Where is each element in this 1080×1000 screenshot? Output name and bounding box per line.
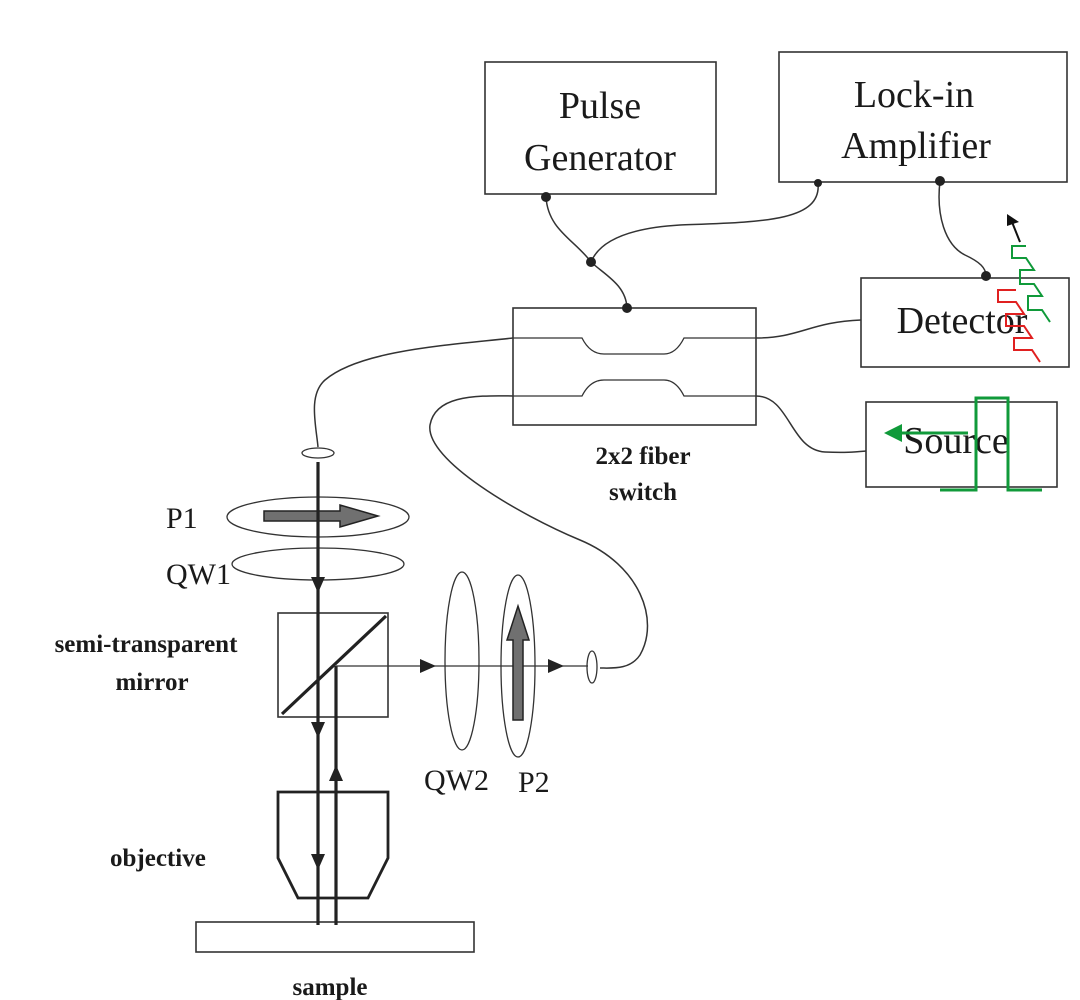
p1-polarization-arrow bbox=[263, 504, 381, 528]
pulse-generator: Pulse Generator bbox=[484, 61, 717, 195]
detector-signal-arrowhead bbox=[1007, 214, 1019, 226]
detector-label: Detector bbox=[897, 300, 1028, 342]
fiber-switch-to-side-coupler bbox=[429, 395, 649, 669]
lock-in-amplifier: Lock-in Amplifier bbox=[778, 51, 1068, 183]
source: Source bbox=[865, 401, 1058, 488]
detector-signal-waveforms bbox=[997, 214, 1051, 363]
wire-junction-to-switch bbox=[590, 261, 628, 309]
wire-pulse-to-junction bbox=[545, 196, 592, 263]
objective-label: objective bbox=[110, 845, 206, 872]
fiber-switch-to-detector bbox=[755, 319, 862, 339]
detector-signal-arrow-line bbox=[1011, 221, 1021, 243]
source-green-pulse bbox=[940, 396, 1042, 492]
wire-junction bbox=[586, 257, 596, 267]
source-pulse-waveform bbox=[884, 396, 1042, 492]
electrical-wires bbox=[541, 176, 991, 313]
quarter-wave-plate-qw2: QW2 bbox=[424, 571, 489, 797]
qw2-label: QW2 bbox=[424, 764, 489, 797]
lockin-terminal-right bbox=[935, 176, 945, 186]
beam-arrow-down-mirror bbox=[311, 722, 325, 738]
fiber-switch: 2x2 fiber switch bbox=[512, 307, 757, 506]
beam-arrow-up bbox=[329, 765, 343, 781]
wire-lockin-to-detector bbox=[938, 180, 987, 277]
side-fiber-coupler bbox=[586, 650, 598, 684]
switch-terminal bbox=[622, 303, 632, 313]
wire-lockin-to-junction bbox=[590, 182, 819, 263]
polarizer-p1: P1 bbox=[166, 496, 410, 538]
detector-terminal bbox=[981, 271, 991, 281]
top-fiber-coupler bbox=[301, 447, 335, 459]
fiber-switch-to-source bbox=[755, 395, 867, 454]
fiber-switch-to-top-coupler bbox=[313, 337, 514, 448]
lockin-terminal-left bbox=[814, 179, 822, 187]
sample: sample bbox=[195, 921, 475, 1000]
pulse-generator-terminal bbox=[541, 192, 551, 202]
source-label: Source bbox=[903, 420, 1009, 462]
fiber-switch-label-line1: 2x2 fiber bbox=[595, 443, 690, 470]
beam-arrow-right-1 bbox=[420, 659, 436, 673]
semi-transparent-mirror: semi-transparent mirror bbox=[55, 612, 389, 718]
quarter-wave-plate-qw1: QW1 bbox=[166, 547, 405, 591]
objective-outline bbox=[276, 790, 390, 900]
mirror-label-line1: semi-transparent bbox=[55, 631, 239, 658]
mirror-label-line2: mirror bbox=[115, 669, 188, 696]
polarizer-p2: P2 bbox=[500, 574, 550, 799]
lock-in-label-line1: Lock-in bbox=[854, 74, 974, 116]
pulse-generator-label-line2: Generator bbox=[524, 137, 676, 179]
p1-label: P1 bbox=[166, 502, 198, 535]
fiber-switch-label-line2: switch bbox=[609, 479, 677, 506]
qw1-label: QW1 bbox=[166, 558, 231, 591]
beam-arrow-down-upper bbox=[311, 577, 325, 593]
beam-arrow-down-objective bbox=[311, 854, 325, 870]
objective-lens: objective bbox=[110, 790, 390, 900]
lock-in-label-line2: Amplifier bbox=[841, 125, 991, 167]
source-output-arrowhead bbox=[884, 424, 902, 442]
pulse-generator-label-line1: Pulse bbox=[559, 85, 641, 127]
detector-green-square-wave bbox=[1011, 245, 1051, 323]
switch-lower-fiber bbox=[513, 379, 756, 397]
beam-arrow-right-2 bbox=[548, 659, 564, 673]
p2-label: P2 bbox=[518, 766, 550, 799]
p2-polarization-arrow bbox=[505, 603, 531, 721]
sample-label: sample bbox=[293, 974, 368, 1000]
detector-red-square-wave bbox=[997, 289, 1041, 363]
optical-fibers bbox=[313, 319, 867, 669]
optical-beams bbox=[311, 462, 588, 925]
switch-upper-fiber bbox=[513, 337, 756, 355]
